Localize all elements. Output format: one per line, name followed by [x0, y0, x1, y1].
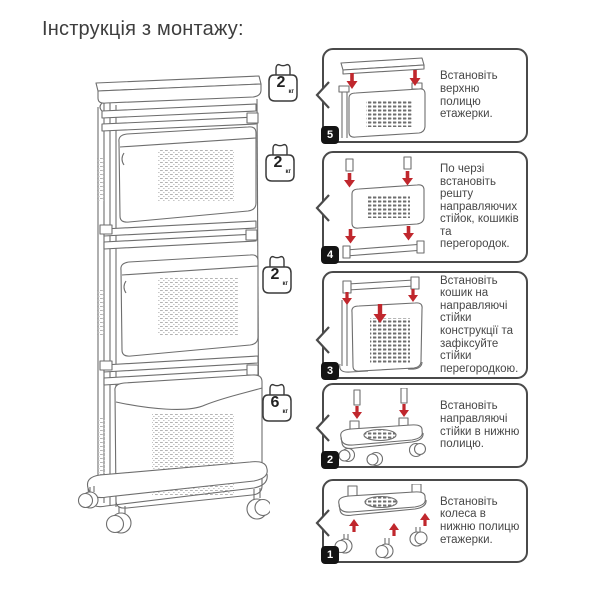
step-number-badge: 5 — [321, 126, 339, 144]
weight-unit: кг — [285, 169, 291, 175]
caster-wheel — [77, 486, 99, 509]
step-1-illustration — [334, 484, 430, 559]
step-number-badge: 3 — [321, 362, 339, 380]
red-arrow-down-icon — [346, 70, 421, 89]
weight-value: 6 — [270, 394, 280, 411]
weight-capacity-icon: 2 кг — [265, 142, 295, 182]
weight-unit: кг — [288, 89, 294, 95]
page-title: Інструкція з монтажу: — [42, 18, 244, 40]
step-box-2: Встановіть направляючі стійки в нижню по… — [315, 383, 528, 469]
basket-middle — [97, 254, 259, 357]
step-4-illustration — [342, 156, 425, 259]
red-arrow-down-icon — [344, 171, 414, 244]
chevron-left-pointer-icon — [315, 326, 330, 354]
step-5-illustration — [338, 57, 426, 138]
kettlebell-icon — [262, 255, 292, 294]
weight-capacity-icon: 6 кг — [262, 382, 292, 422]
red-arrow-down-icon — [342, 289, 418, 323]
weight-unit: кг — [282, 409, 288, 415]
step-box-5: Встановіть верхню полицю етажерки. 5 — [315, 48, 528, 144]
guide-post — [400, 388, 408, 404]
step-box-1: Встановіть колеса в нижню полицю етажерк… — [315, 479, 528, 564]
step-2-text: Встановіть направляючі стійки в нижню по… — [440, 400, 520, 451]
guide-post — [353, 389, 361, 406]
caster-wheel — [105, 506, 132, 534]
step-instruction-text: По черзі встановіть решту направляючих с… — [440, 153, 520, 261]
step-5-text: Встановіть верхню полицю етажерки. — [440, 70, 498, 121]
step-number-badge: 2 — [321, 451, 339, 469]
top-partition-rails — [101, 103, 259, 132]
red-arrow-down-icon — [352, 404, 409, 419]
caster-wheel — [246, 488, 272, 520]
trolley-line-art — [77, 75, 272, 534]
caster-wheel — [338, 442, 427, 466]
kettlebell-icon — [268, 63, 298, 102]
weight-value: 2 — [273, 154, 283, 171]
guide-post — [341, 300, 348, 366]
step-instruction-text: Встановіть направляючі стійки в нижню по… — [440, 385, 520, 466]
step-3-text: Встановіть кошик на направляючі стійки к… — [440, 274, 519, 375]
caster-wheel — [334, 527, 428, 559]
step-instruction-text: Встановіть колеса в нижню полицю етажерк… — [440, 481, 520, 561]
step-number-badge: 1 — [321, 546, 339, 564]
assembled-trolley-illustration — [40, 57, 272, 537]
top-shelf — [95, 75, 262, 112]
step-1-text: Встановіть колеса в нижню полицю етажерк… — [440, 495, 520, 546]
weight-capacity-icon: 2 кг — [262, 254, 292, 294]
bottom-shelf-base — [77, 461, 272, 534]
red-arrow-up-icon — [349, 513, 430, 536]
step-instruction-text: Встановіть верхню полицю етажерки. — [440, 50, 520, 141]
step-number-badge: 4 — [321, 246, 339, 264]
step-box-3: Встановіть кошик на направляючі стійки к… — [315, 271, 528, 380]
weight-value: 2 — [270, 266, 280, 283]
chevron-left-pointer-icon — [315, 81, 330, 109]
partition-bar — [347, 279, 415, 291]
weight-value: 2 — [276, 74, 286, 91]
weight-unit: кг — [282, 281, 288, 287]
weight-capacity-icon: 2 кг — [268, 62, 298, 102]
chevron-left-pointer-icon — [315, 194, 330, 222]
chevron-left-pointer-icon — [315, 509, 330, 537]
step-2-illustration — [338, 388, 427, 466]
kettlebell-icon — [262, 383, 292, 422]
basket-top — [97, 126, 257, 223]
guide-post — [403, 156, 412, 170]
step-instruction-text: Встановіть кошик на направляючі стійки к… — [440, 273, 520, 377]
partition-rails-mid-upper — [99, 220, 258, 250]
step-box-4: По черзі встановіть решту направляючих с… — [315, 151, 528, 264]
chevron-left-pointer-icon — [315, 414, 330, 442]
kettlebell-icon — [265, 143, 295, 182]
step-4-text: По черзі встановіть решту направляючих с… — [440, 162, 519, 251]
guide-post — [345, 158, 354, 172]
step-3-illustration — [339, 276, 423, 373]
